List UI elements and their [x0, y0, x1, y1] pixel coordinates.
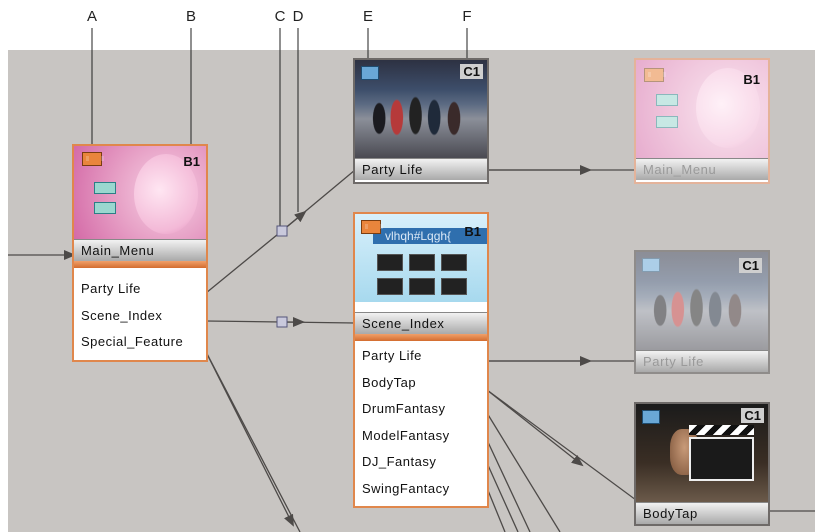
badge-b1: B1 [183, 154, 200, 169]
scene-title-text: vlhqh#Lqgh{ [373, 228, 487, 244]
scene-thumb-icon [409, 278, 435, 295]
node-name: Party Life [636, 350, 768, 372]
button-list: Party Life BodyTap DrumFantasy ModelFant… [355, 341, 487, 502]
button-scene-index[interactable]: Scene_Index [81, 307, 163, 323]
node-name: Scene_Index [355, 312, 487, 334]
callout-a: A [86, 8, 97, 25]
timeline-icon [642, 258, 660, 272]
button-party-life[interactable]: Party Life [81, 281, 141, 296]
button-swingfantacy[interactable]: SwingFantacy [362, 480, 450, 496]
people-image [646, 278, 758, 333]
face-image [696, 68, 760, 148]
callout-d: D [292, 8, 304, 25]
timeline-thumbnail: C1 [355, 60, 487, 158]
face-image [134, 154, 198, 234]
timeline-icon [642, 410, 660, 424]
node-main-menu[interactable]: B1 Main_Menu Party Life Scene_Index Spec… [72, 144, 208, 362]
callout-b: B [185, 8, 196, 25]
menu-thumbnail: vlhqh#Lqgh{ B1 [355, 214, 487, 302]
scene-thumb-icon [441, 278, 467, 295]
timeline-icon [361, 66, 379, 80]
node-scene-index[interactable]: vlhqh#Lqgh{ B1 Scene_Index Party Life Bo… [353, 212, 489, 508]
thumb-button-icon [94, 182, 116, 194]
badge-b1: B1 [464, 224, 481, 239]
menu-thumbnail [636, 60, 768, 158]
button-bodytap[interactable]: BodyTap [362, 374, 417, 390]
node-main-menu-ghost[interactable]: B1 Main_Menu [634, 58, 770, 184]
thumb-button-icon [656, 94, 678, 106]
node-party-life-ghost[interactable]: C1 Party Life [634, 250, 770, 374]
button-drumfantasy[interactable]: DrumFantasy [362, 401, 446, 416]
button-party-life[interactable]: Party Life [362, 348, 422, 363]
node-name: Main_Menu [74, 239, 206, 261]
button-modelfantasy[interactable]: ModelFantasy [362, 427, 450, 443]
node-party-life[interactable]: C1 Party Life [353, 58, 489, 184]
button-list: Party Life Scene_Index Special_Feature [74, 268, 206, 356]
menu-icon [644, 68, 666, 82]
clapperboard-image [688, 425, 754, 481]
scene-thumb-icon [409, 254, 435, 271]
node-name: Party Life [355, 158, 487, 180]
badge-c1: C1 [739, 258, 762, 273]
timeline-thumbnail: C1 [636, 404, 768, 502]
scene-thumb-icon [377, 254, 403, 271]
badge-c1: C1 [741, 408, 764, 423]
people-image [365, 86, 477, 141]
menu-icon [361, 220, 383, 234]
node-name: BodyTap [636, 502, 768, 524]
scene-thumb-icon [441, 254, 467, 271]
menu-thumbnail: B1 [74, 146, 206, 239]
node-name: Main_Menu [636, 158, 768, 180]
callout-e: E [362, 8, 373, 25]
button-list-divider [355, 334, 487, 341]
thumb-button-icon [656, 116, 678, 128]
button-special-feature[interactable]: Special_Feature [81, 334, 184, 349]
button-list-divider [74, 261, 206, 268]
scene-thumb-icon [377, 278, 403, 295]
badge-b1: B1 [743, 72, 760, 87]
callout-c: C [274, 8, 286, 25]
node-bodytap[interactable]: C1 BodyTap [634, 402, 770, 526]
callout-f: F [462, 8, 472, 25]
button-dj-fantasy[interactable]: DJ_Fantasy [362, 454, 437, 469]
menu-icon [82, 152, 104, 166]
thumb-button-icon [94, 202, 116, 214]
badge-c1: C1 [460, 64, 483, 79]
